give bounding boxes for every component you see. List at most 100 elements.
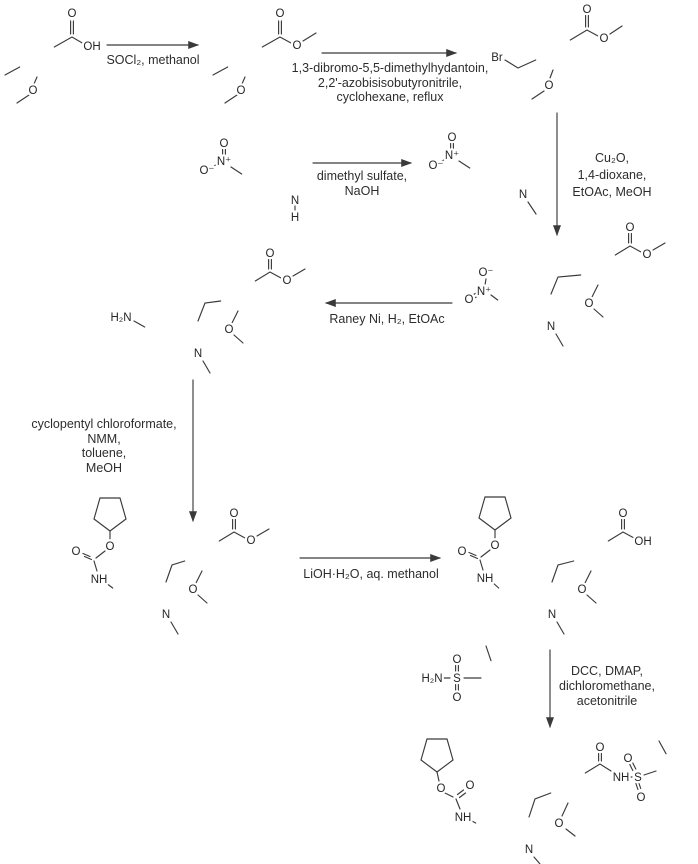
atom-label: O xyxy=(491,540,500,552)
double-bonds xyxy=(278,20,282,35)
atom-label: O xyxy=(225,324,234,336)
reagent-line: toluene, xyxy=(81,446,127,460)
atom-label: O xyxy=(643,249,652,261)
reagent-line: dichloromethane, xyxy=(559,679,655,693)
atom-label: O xyxy=(437,783,446,795)
reagent-line: DCC, DMAP, xyxy=(570,664,643,678)
structure-amine: H₂N N O O O xyxy=(108,246,306,374)
atom-label: N xyxy=(548,609,556,621)
atom-label: O xyxy=(266,248,275,260)
benzene-ring xyxy=(241,164,277,204)
atom-label: O xyxy=(626,222,635,234)
atom-label: O xyxy=(230,508,239,520)
reagent-line: NaOH xyxy=(344,183,380,198)
atom-label: O xyxy=(465,294,474,306)
atom-label: O xyxy=(600,33,609,45)
benzene-ring xyxy=(469,158,505,198)
reagent-line: MeOH xyxy=(85,460,123,475)
benzene-ring xyxy=(19,37,55,77)
atom-label: OH xyxy=(634,536,651,548)
atom-label: N⁺ xyxy=(445,150,459,162)
bonds xyxy=(443,645,492,679)
atom-label: O xyxy=(453,692,462,704)
atom-label: NH xyxy=(613,772,630,784)
reaction-arrows xyxy=(106,40,562,729)
atom-label: O xyxy=(68,8,77,20)
atom-label: O xyxy=(293,40,302,52)
aryl-ring xyxy=(220,271,256,311)
reagents-step-7: LiOH·H₂O, aq. methanol xyxy=(303,567,438,582)
atom-label: N xyxy=(194,348,202,360)
atom-label: O xyxy=(578,584,587,596)
double-bonds xyxy=(456,751,642,799)
benzene-ring xyxy=(144,317,180,357)
cyclopentyl-ring xyxy=(478,496,512,531)
benzene-ring xyxy=(475,813,511,853)
atom-label: NH xyxy=(91,574,108,586)
structure-nitroindole: O N⁺ O⁻ N H xyxy=(197,136,306,226)
atom-label: O⁻ xyxy=(428,160,443,172)
bonds xyxy=(212,163,296,211)
atom-label: H₂N xyxy=(421,673,442,685)
atom-label: N xyxy=(525,844,533,856)
double-bonds xyxy=(268,257,272,270)
atom-label: Br xyxy=(491,52,503,64)
reagents-step-1: SOCl₂, methanol xyxy=(106,53,199,68)
aryl-ring xyxy=(550,763,586,803)
double-bonds xyxy=(450,142,454,151)
atom-label: O⁻ xyxy=(199,165,214,177)
reagents-step-5: Raney Ni, H₂, EtOAc xyxy=(329,312,444,327)
reagents-step-2: 1,3-dibromo-5,5-dimethylhydantoin, 2,2'-… xyxy=(292,61,489,105)
cyclopentyl-ring xyxy=(93,497,127,532)
atom-label: O xyxy=(220,138,229,150)
structure-nitro-adduct: O⁻ N⁺ O N O O O xyxy=(462,220,666,347)
reagent-line: LiOH·H₂O, aq. methanol xyxy=(303,567,439,581)
atom-label: O xyxy=(276,8,285,20)
reagent-line: EtOAc, MeOH xyxy=(572,185,652,199)
reagents-step-4: Cu₂O, 1,4-dioxane, EtOAc, MeOH xyxy=(572,150,651,201)
bonds xyxy=(4,36,85,104)
atom-label: O xyxy=(545,80,554,92)
atom-label: NH xyxy=(477,573,494,585)
structure-zafirlukast: O O NH N O O NH S O O xyxy=(420,738,696,864)
double-bonds xyxy=(585,13,589,28)
bonds xyxy=(479,529,635,635)
atom-label: O⁻ xyxy=(478,267,493,279)
reagents-step-6: cyclopentyl chloroformate, NMM, toluene,… xyxy=(31,417,176,475)
atom-label: N xyxy=(519,189,527,201)
reagent-line: Raney Ni, H₂, EtOAc xyxy=(329,312,445,326)
reagent-line: SOCl₂, methanol xyxy=(106,53,200,67)
tolyl-ring xyxy=(656,753,696,789)
atom-label: O xyxy=(189,584,198,596)
structure-benzoic-acid: O OH O xyxy=(4,6,103,104)
double-bonds xyxy=(472,231,632,299)
reagent-line: dimethyl sulfate, xyxy=(316,169,408,183)
atom-label: O xyxy=(637,792,646,804)
atom-label: N xyxy=(162,609,170,621)
benzene-ring xyxy=(497,290,533,330)
structure-carbamate-ester: O O NH N O O O xyxy=(69,497,270,635)
reagent-line: acetonitrile xyxy=(576,694,638,708)
benzene-ring xyxy=(535,30,571,70)
atom-label: O xyxy=(237,85,246,97)
reagent-line: 2,2'-azobisisobutyronitrile, xyxy=(317,75,463,90)
bonds xyxy=(436,740,667,864)
tolyl-ring xyxy=(481,660,521,696)
atom-label: O xyxy=(283,275,292,287)
atom-label: O xyxy=(624,753,633,765)
atom-label: N⁺ xyxy=(477,286,491,298)
atom-label: O xyxy=(583,4,592,16)
atom-label: H₂N xyxy=(110,312,131,324)
atom-label: N xyxy=(547,321,555,333)
atom-label: O xyxy=(29,85,38,97)
atom-label: O xyxy=(247,535,256,547)
atom-label: N⁺ xyxy=(217,156,231,168)
atom-label: S xyxy=(453,673,461,685)
structure-sulfonamide: H₂N S O O xyxy=(419,645,521,706)
bonds xyxy=(93,528,270,635)
atom-label: S xyxy=(634,772,642,784)
reagent-line: Cu₂O, xyxy=(594,151,630,165)
aryl-ring xyxy=(573,531,609,571)
